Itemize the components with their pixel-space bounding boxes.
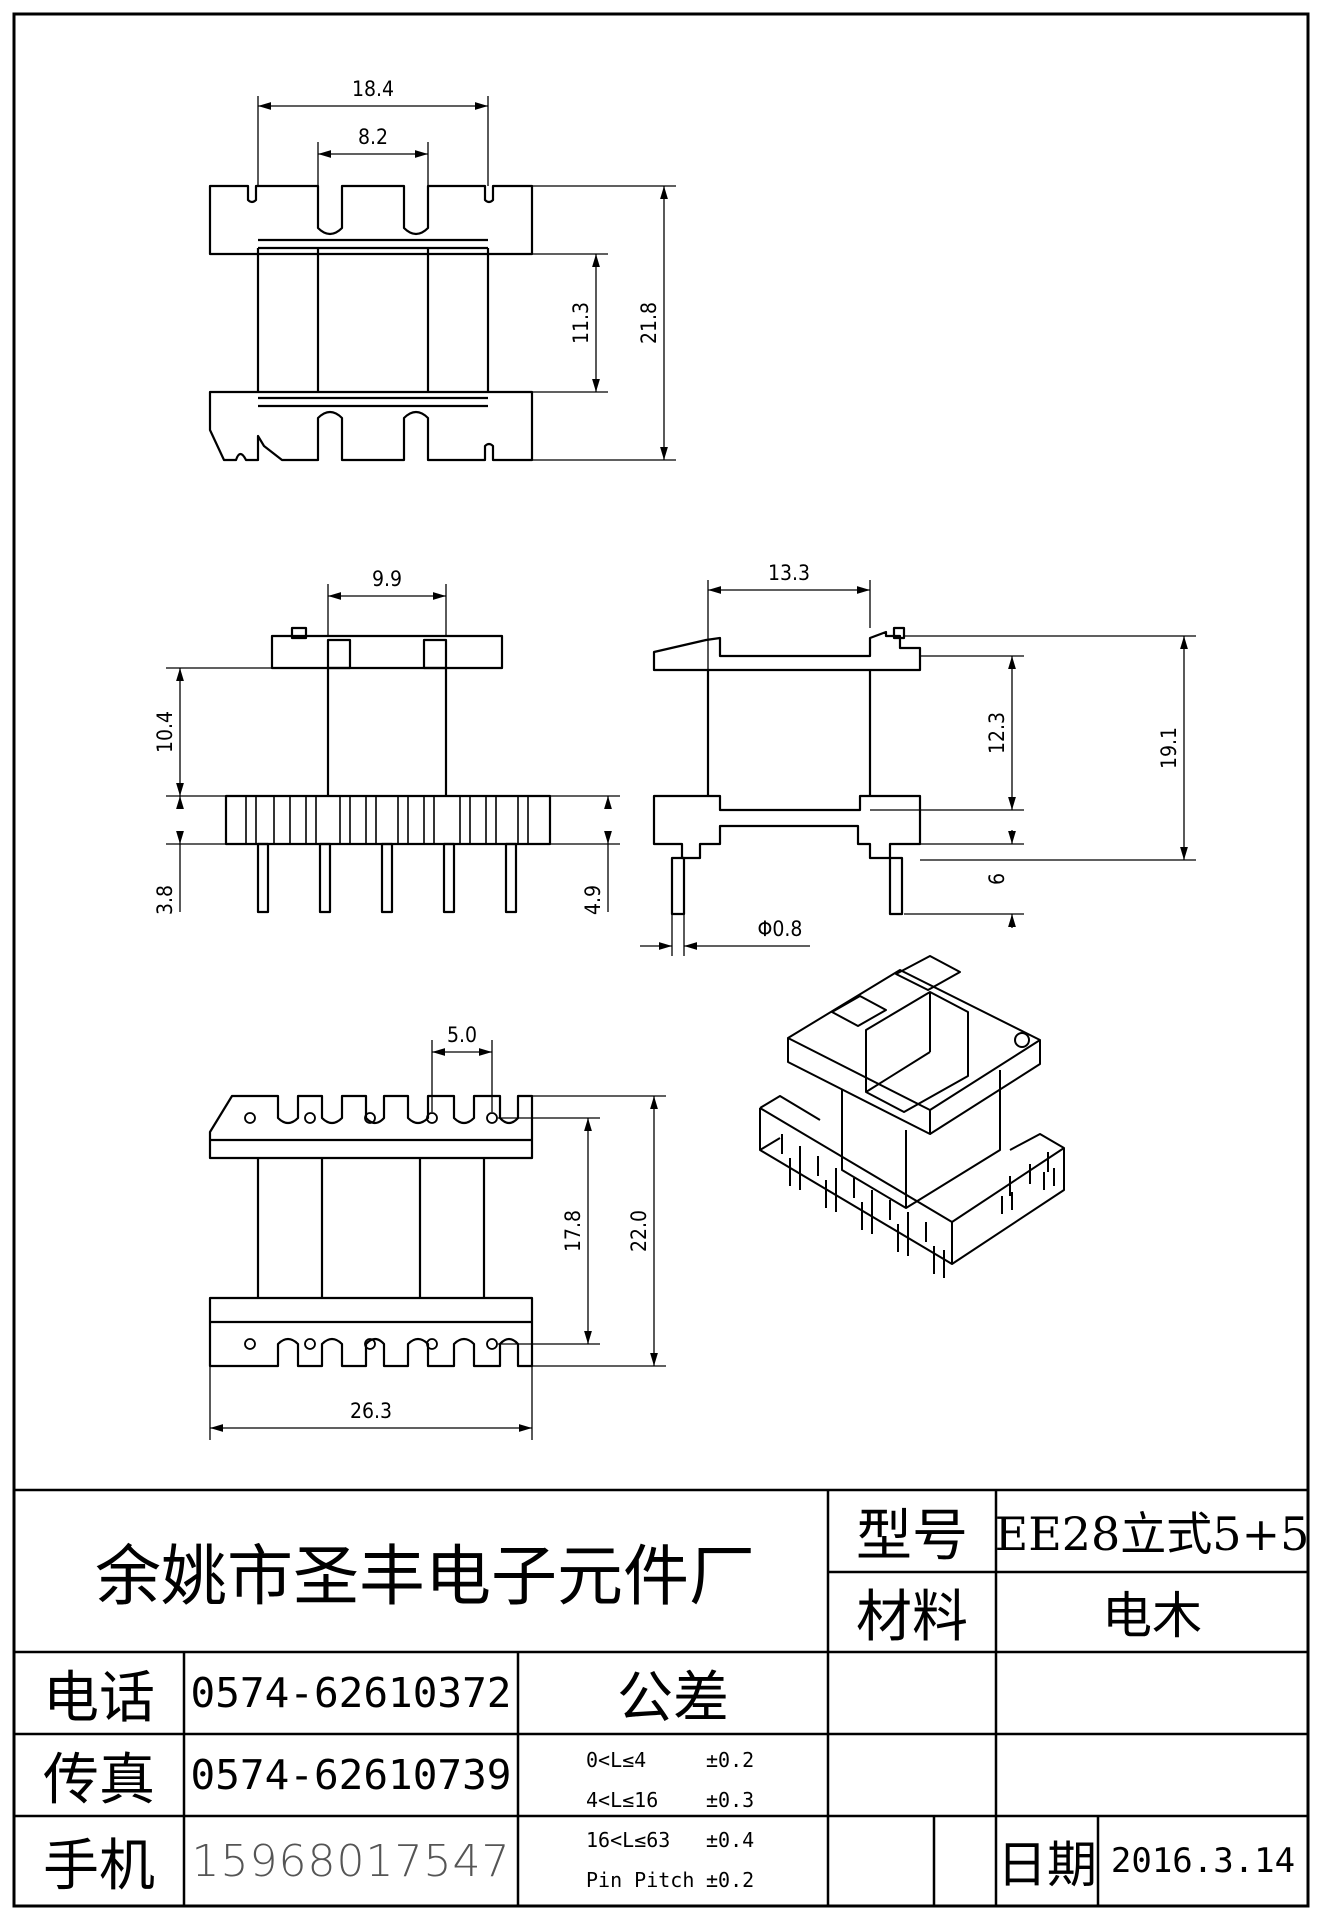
dim-front-base: 3.8 — [153, 885, 177, 915]
date-value: 2016.3.14 — [1110, 1841, 1296, 1881]
dim-side-total: 19.1 — [1157, 727, 1181, 769]
tolerance-table: 0<L≤4 ±0.2 4<L≤16 ±0.3 16<L≤63 ±0.4 Pin … — [586, 1740, 816, 1900]
tolerance-row: 4<L≤16 ±0.3 — [586, 1780, 816, 1820]
tolerance-row: 0<L≤4 ±0.2 — [586, 1740, 816, 1780]
fax-value: 0574-62610739 — [190, 1751, 512, 1799]
tolerance-label: 公差 — [617, 1665, 729, 1731]
dim-top-window: 11.3 — [569, 302, 593, 344]
tolerance-value: ±0.4 — [706, 1828, 755, 1852]
tolerance-range: 0<L≤4 — [586, 1748, 647, 1772]
date-label: 日期 — [997, 1836, 1097, 1894]
model-value: EE28立式5+5 — [994, 1507, 1310, 1561]
dim-front-height: 10.4 — [153, 711, 177, 753]
material-label: 材料 — [856, 1584, 968, 1650]
side-view — [652, 626, 922, 916]
dim-top-height: 21.8 — [637, 302, 661, 344]
tolerance-range: 16<L≤63 — [586, 1828, 671, 1852]
phone-value: 0574-62610372 — [190, 1669, 512, 1717]
dim-bottom-height: 22.0 — [627, 1210, 651, 1252]
dim-pin-diameter: Φ0.8 — [758, 917, 803, 941]
dim-top-slot-pitch: 8.2 — [358, 125, 388, 149]
sheet-border — [12, 12, 1310, 1908]
dim-side-window: 12.3 — [985, 712, 1009, 754]
title-block-grid — [14, 1488, 1308, 1906]
isometric-view — [759, 955, 1065, 1278]
model-label: 型号 — [856, 1503, 968, 1569]
tolerance-value: ±0.2 — [706, 1748, 755, 1772]
dim-bottom-pitch: 5.0 — [447, 1023, 477, 1047]
top-view — [208, 184, 534, 462]
bottom-view — [208, 1094, 534, 1368]
material-value: 电木 — [1102, 1587, 1202, 1645]
company-name: 余姚市圣丰电子元件厂 — [95, 1538, 755, 1615]
mobile-value: 15968017547 — [191, 1835, 511, 1887]
tolerance-value: ±0.2 — [706, 1868, 755, 1892]
dim-side-pin: 6 — [985, 873, 1009, 885]
dim-side-width: 13.3 — [768, 561, 810, 585]
fax-label: 传真 — [43, 1747, 155, 1813]
dim-top-width: 18.4 — [352, 77, 394, 101]
phone-label: 电话 — [43, 1665, 155, 1731]
dim-front-pitch: 9.9 — [372, 567, 402, 591]
dim-front-pin: 4.9 — [581, 885, 605, 915]
dim-bottom-inner: 17.8 — [561, 1210, 585, 1252]
tolerance-row: Pin Pitch ±0.2 — [586, 1860, 816, 1900]
tolerance-range: Pin Pitch — [586, 1868, 695, 1892]
front-view — [224, 626, 552, 914]
tolerance-row: 16<L≤63 ±0.4 — [586, 1820, 816, 1860]
dim-bottom-width: 26.3 — [350, 1399, 392, 1423]
tolerance-value: ±0.3 — [706, 1788, 755, 1812]
tolerance-range: 4<L≤16 — [586, 1788, 659, 1812]
mobile-label: 手机 — [43, 1833, 155, 1899]
